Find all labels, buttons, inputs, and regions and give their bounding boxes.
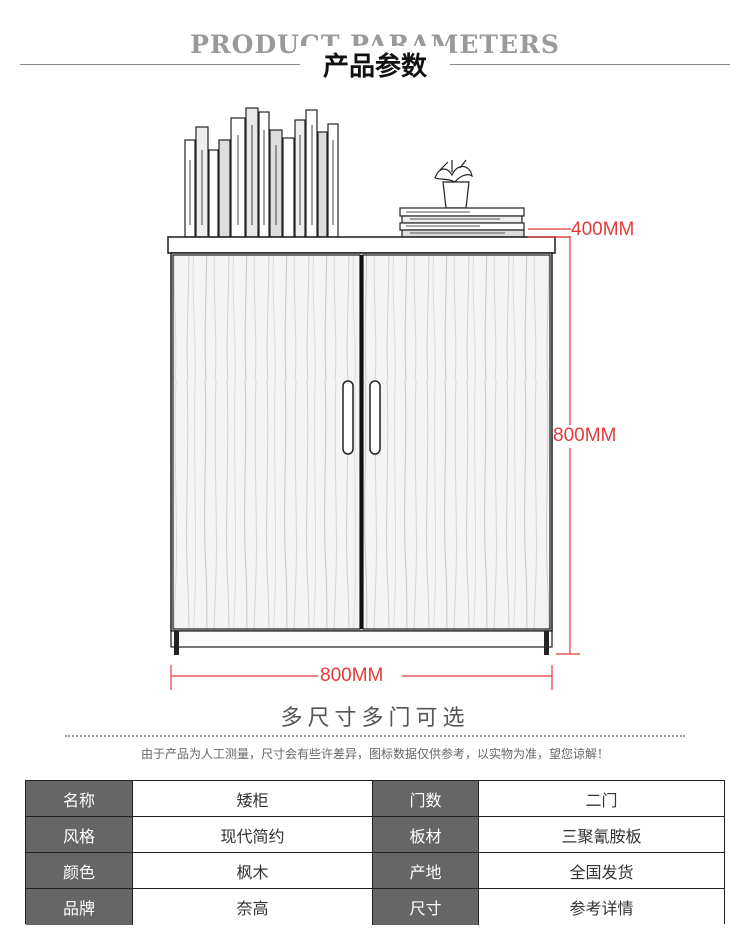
cabinet-plinth bbox=[170, 630, 553, 648]
param-key: 风格 bbox=[26, 817, 133, 852]
cabinet-top bbox=[167, 236, 556, 254]
right-handle bbox=[369, 380, 381, 455]
right-foot bbox=[544, 631, 549, 655]
param-key: 颜色 bbox=[26, 853, 133, 888]
param-key: 板材 bbox=[373, 817, 479, 852]
width-label: 800MM bbox=[320, 665, 384, 687]
left-foot bbox=[174, 631, 179, 655]
depth-label: 400MM bbox=[571, 219, 635, 241]
product-drawing: 400MM 800MM 800MM bbox=[167, 107, 635, 690]
param-key: 尺寸 bbox=[373, 889, 479, 925]
height-dimension bbox=[556, 236, 580, 655]
left-handle bbox=[342, 380, 354, 455]
left-door bbox=[172, 254, 361, 630]
param-value: 二门 bbox=[479, 781, 724, 816]
table-row: 品牌 奈高 尺寸 参考详情 bbox=[26, 889, 724, 925]
param-value: 三聚氰胺板 bbox=[479, 817, 724, 852]
parameter-table: 名称 矮柜 门数 二门 风格 现代简约 板材 三聚氰胺板 颜色 枫木 产地 全国… bbox=[25, 780, 725, 925]
cabinet-illustration bbox=[167, 107, 580, 690]
plant-and-books-right bbox=[399, 159, 525, 238]
depth-dimension bbox=[528, 228, 572, 238]
header-rule-right bbox=[445, 64, 730, 65]
param-value: 奈高 bbox=[133, 889, 373, 925]
size-options-caption: 多尺寸多门可选 bbox=[280, 706, 470, 731]
book-stack-left bbox=[184, 107, 339, 238]
table-row: 名称 矮柜 门数 二门 bbox=[26, 781, 724, 817]
param-value: 现代简约 bbox=[133, 817, 373, 852]
param-value: 矮柜 bbox=[133, 781, 373, 816]
param-key: 品牌 bbox=[26, 889, 133, 925]
param-key: 产地 bbox=[373, 853, 479, 888]
title-chinese: 产品参数 bbox=[300, 46, 450, 83]
param-value: 全国发货 bbox=[479, 853, 724, 888]
height-label: 800MM bbox=[553, 425, 617, 447]
table-row: 颜色 枫木 产地 全国发货 bbox=[26, 853, 724, 889]
dotted-divider bbox=[65, 735, 685, 737]
header-rule-left bbox=[20, 64, 305, 65]
right-door bbox=[362, 254, 551, 630]
param-key: 名称 bbox=[26, 781, 133, 816]
measurement-disclaimer: 由于产品为人工测量，尺寸会有些许差异，图标数据仅供参考，以实物为准，望您谅解！ bbox=[140, 747, 609, 761]
param-value: 枫木 bbox=[133, 853, 373, 888]
width-dimension bbox=[170, 665, 553, 690]
param-key: 门数 bbox=[373, 781, 479, 816]
param-value: 参考详情 bbox=[479, 889, 724, 925]
table-row: 风格 现代简约 板材 三聚氰胺板 bbox=[26, 817, 724, 853]
